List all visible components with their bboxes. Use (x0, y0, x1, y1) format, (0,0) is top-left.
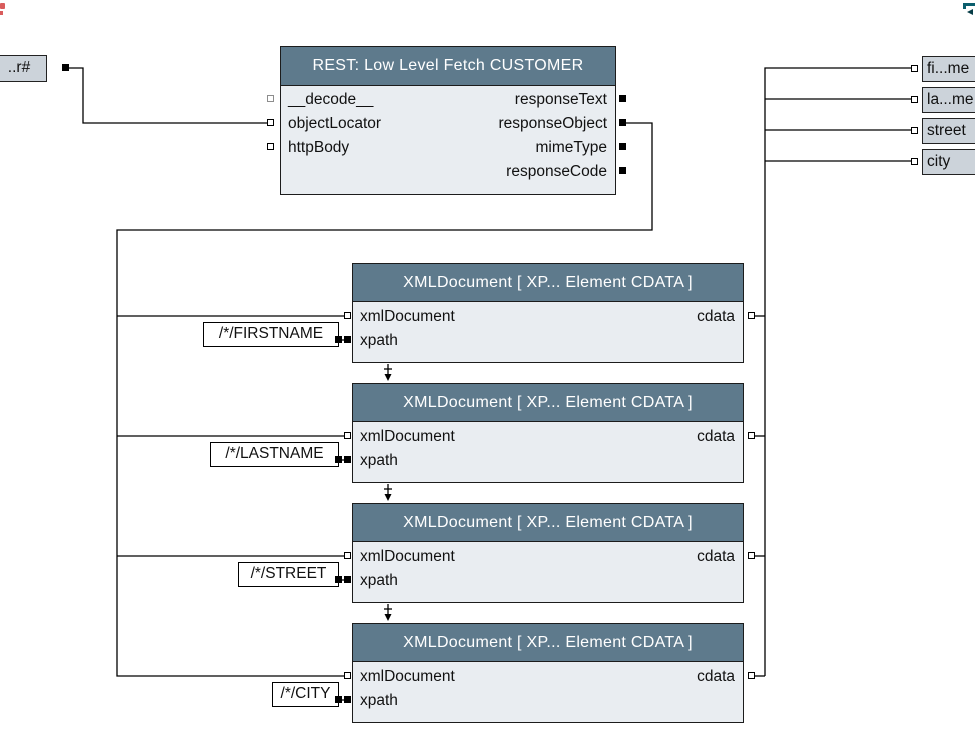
xml-extract-node-firstname[interactable]: XMLDocument [ XP... Element CDATA ] xmlD… (352, 263, 744, 363)
stub-lastname[interactable]: la...me (922, 87, 975, 113)
port-input-xpath[interactable] (344, 576, 351, 583)
xml-extract-node-city[interactable]: XMLDocument [ XP... Element CDATA ] xmlD… (352, 623, 744, 723)
input-label-xmldocument: xmlDocument (360, 668, 455, 685)
port-output-cdata[interactable] (748, 312, 755, 319)
node-title: REST: Low Level Fetch CUSTOMER (281, 47, 615, 86)
port-input-xmldocument[interactable] (344, 672, 351, 679)
node-title: XMLDocument [ XP... Element CDATA ] (353, 384, 743, 422)
output-label-cdata: cdata (697, 308, 735, 325)
port-input-xmldocument[interactable] (344, 312, 351, 319)
teal-arrow-fragment-icon (963, 6, 966, 9)
port-input-firstname-stub[interactable] (911, 65, 918, 72)
output-label-responseobject: responseObject (498, 115, 607, 132)
teal-arrow-fragment-icon (967, 9, 973, 15)
port-xpath-label[interactable] (335, 696, 342, 703)
port-input-xpath[interactable] (344, 336, 351, 343)
stub-label: fi...me (927, 60, 970, 77)
xpath-constant-firstname[interactable]: /*/FIRSTNAME (203, 322, 339, 347)
xpath-constant-street[interactable]: /*/STREET (238, 562, 339, 587)
teal-arrow-fragment-icon (963, 3, 975, 6)
input-label-xmldocument: xmlDocument (360, 428, 455, 445)
stub-label: street (927, 122, 966, 139)
xml-extract-node-lastname[interactable]: XMLDocument [ XP... Element CDATA ] xmlD… (352, 383, 744, 483)
input-label-xpath: xpath (360, 332, 398, 349)
output-label-cdata: cdata (697, 548, 735, 565)
node-title: XMLDocument [ XP... Element CDATA ] (353, 264, 743, 302)
red-asterisk-fragment-icon (0, 11, 3, 15)
node-title: XMLDocument [ XP... Element CDATA ] (353, 624, 743, 662)
port-input-httpbody[interactable] (267, 143, 274, 150)
stub-label: ..r# (7, 59, 31, 76)
output-label-responsecode: responseCode (506, 163, 607, 180)
rest-fetch-customer-node[interactable]: REST: Low Level Fetch CUSTOMER __decode_… (280, 46, 616, 195)
port-input-xpath[interactable] (344, 696, 351, 703)
red-asterisk-fragment-icon (0, 3, 5, 9)
port-output-cdata[interactable] (748, 432, 755, 439)
stub-firstname[interactable]: fi...me (922, 56, 975, 82)
xpath-constant-lastname[interactable]: /*/LASTNAME (210, 442, 339, 467)
port-input-objectlocator[interactable] (267, 119, 274, 126)
input-label-httpbody: httpBody (288, 139, 350, 156)
port-input-city-stub[interactable] (911, 158, 918, 165)
output-label-mimetype: mimeType (535, 139, 608, 156)
output-label-cdata: cdata (697, 428, 735, 445)
port-input-decode[interactable] (267, 95, 274, 102)
port-output-cdata[interactable] (748, 552, 755, 559)
port-input-xmldocument[interactable] (344, 552, 351, 559)
port-xpath-label[interactable] (335, 456, 342, 463)
port-xpath-label[interactable] (335, 336, 342, 343)
port-output-responsecode[interactable] (619, 167, 626, 174)
port-output-responsetext[interactable] (619, 95, 626, 102)
input-label-xpath: xpath (360, 572, 398, 589)
stub-street[interactable]: street (922, 118, 975, 144)
input-label-xmldocument: xmlDocument (360, 548, 455, 565)
port-output-cdata[interactable] (748, 672, 755, 679)
xpath-constant-city[interactable]: /*/CITY (272, 682, 339, 707)
stub-city[interactable]: city (922, 149, 975, 175)
input-label-xmldocument: xmlDocument (360, 308, 455, 325)
output-label-responsetext: responseText (514, 91, 607, 108)
port-xpath-label[interactable] (335, 576, 342, 583)
stub-customer-ref[interactable]: ..r# (0, 55, 47, 82)
input-label-objectlocator: objectLocator (288, 115, 382, 132)
node-title: XMLDocument [ XP... Element CDATA ] (353, 504, 743, 542)
input-label-decode: __decode__ (288, 91, 374, 108)
port-input-xmldocument[interactable] (344, 432, 351, 439)
input-label-xpath: xpath (360, 692, 398, 709)
stub-label: city (927, 153, 951, 170)
port-output-responseobject[interactable] (619, 119, 626, 126)
input-label-xpath: xpath (360, 452, 398, 469)
stub-label: la...me (927, 91, 974, 108)
port-input-lastname-stub[interactable] (911, 96, 918, 103)
port-input-xpath[interactable] (344, 456, 351, 463)
port-output-customer-ref[interactable] (62, 64, 69, 71)
output-label-cdata: cdata (697, 668, 735, 685)
port-output-mimetype[interactable] (619, 143, 626, 150)
xml-extract-node-street[interactable]: XMLDocument [ XP... Element CDATA ] xmlD… (352, 503, 744, 603)
port-input-street-stub[interactable] (911, 127, 918, 134)
